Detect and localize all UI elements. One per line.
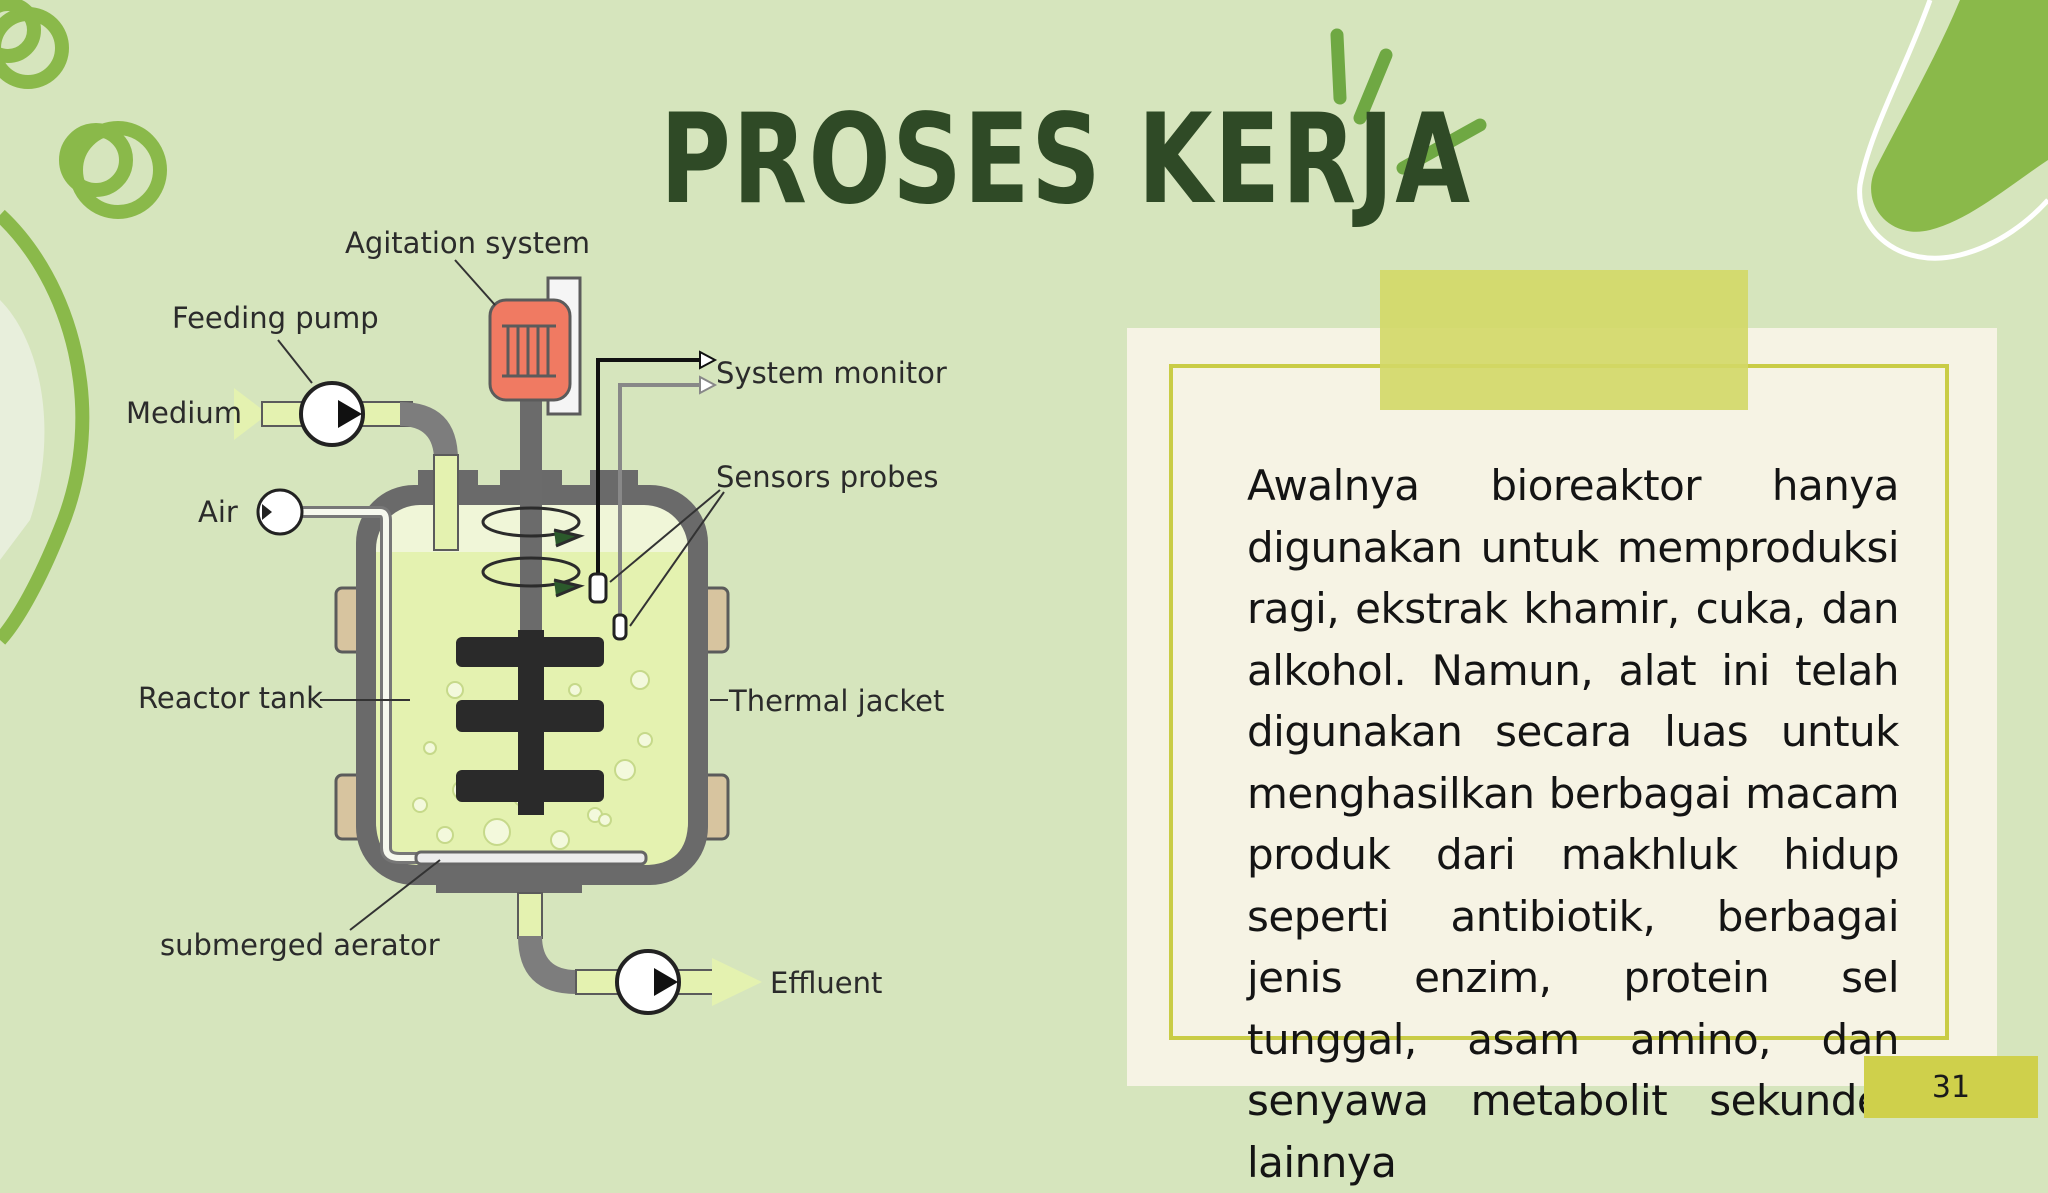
label-air: Air (198, 495, 238, 529)
ring-decoration-top-left (0, 0, 69, 89)
sparkle-decoration-title (1330, 28, 1487, 175)
air-line (256, 488, 640, 864)
submerged-aerator-icon (414, 850, 648, 866)
label-effluent: Effluent (770, 966, 882, 1000)
monitor-arrow-dark (699, 350, 718, 370)
impeller-blades (456, 630, 604, 815)
motor-fins (502, 324, 556, 378)
monitor-arrow-light (699, 375, 718, 395)
page-number: 31 (1864, 1056, 2038, 1118)
label-submerged-aerator: submerged aerator (160, 928, 440, 962)
leader-lines (277, 259, 728, 931)
bioreactor-diagram: Agitation system Feeding pump Medium Air… (126, 226, 947, 1015)
page-title: PROSES KERJA (660, 88, 1472, 232)
tape-decoration (1380, 270, 1748, 410)
arc-fill-left (0, 300, 45, 560)
label-sensors-probes: Sensors probes (716, 460, 939, 494)
label-reactor-tank: Reactor tank (138, 681, 323, 715)
leaf-outline-top-right (1857, 0, 2048, 261)
label-feeding-pump: Feeding pump (172, 301, 379, 335)
effluent-pump-icon (615, 949, 681, 1015)
text-card: Awalnya bioreaktor hanya digunakan untuk… (1127, 328, 1997, 1187)
label-agitation-system: Agitation system (345, 226, 590, 260)
label-thermal-jacket: Thermal jacket (728, 684, 944, 718)
background-decorations (0, 0, 2048, 645)
description-text: Awalnya bioreaktor hanya digunakan untuk… (1247, 461, 1900, 1187)
ring-decoration-left (59, 121, 167, 219)
label-medium: Medium (126, 396, 242, 430)
sensor-probes-icon (588, 572, 628, 641)
leaf-decoration-top-right (1871, 0, 2048, 232)
feeding-pump-icon (299, 381, 365, 447)
sensor-lines (596, 358, 705, 620)
motor-housing (488, 298, 572, 402)
tank-bottom-outlet (436, 865, 582, 893)
rotation-arrows (481, 506, 585, 598)
arc-decoration-left (0, 209, 90, 645)
label-system-monitor: System monitor (716, 356, 947, 390)
